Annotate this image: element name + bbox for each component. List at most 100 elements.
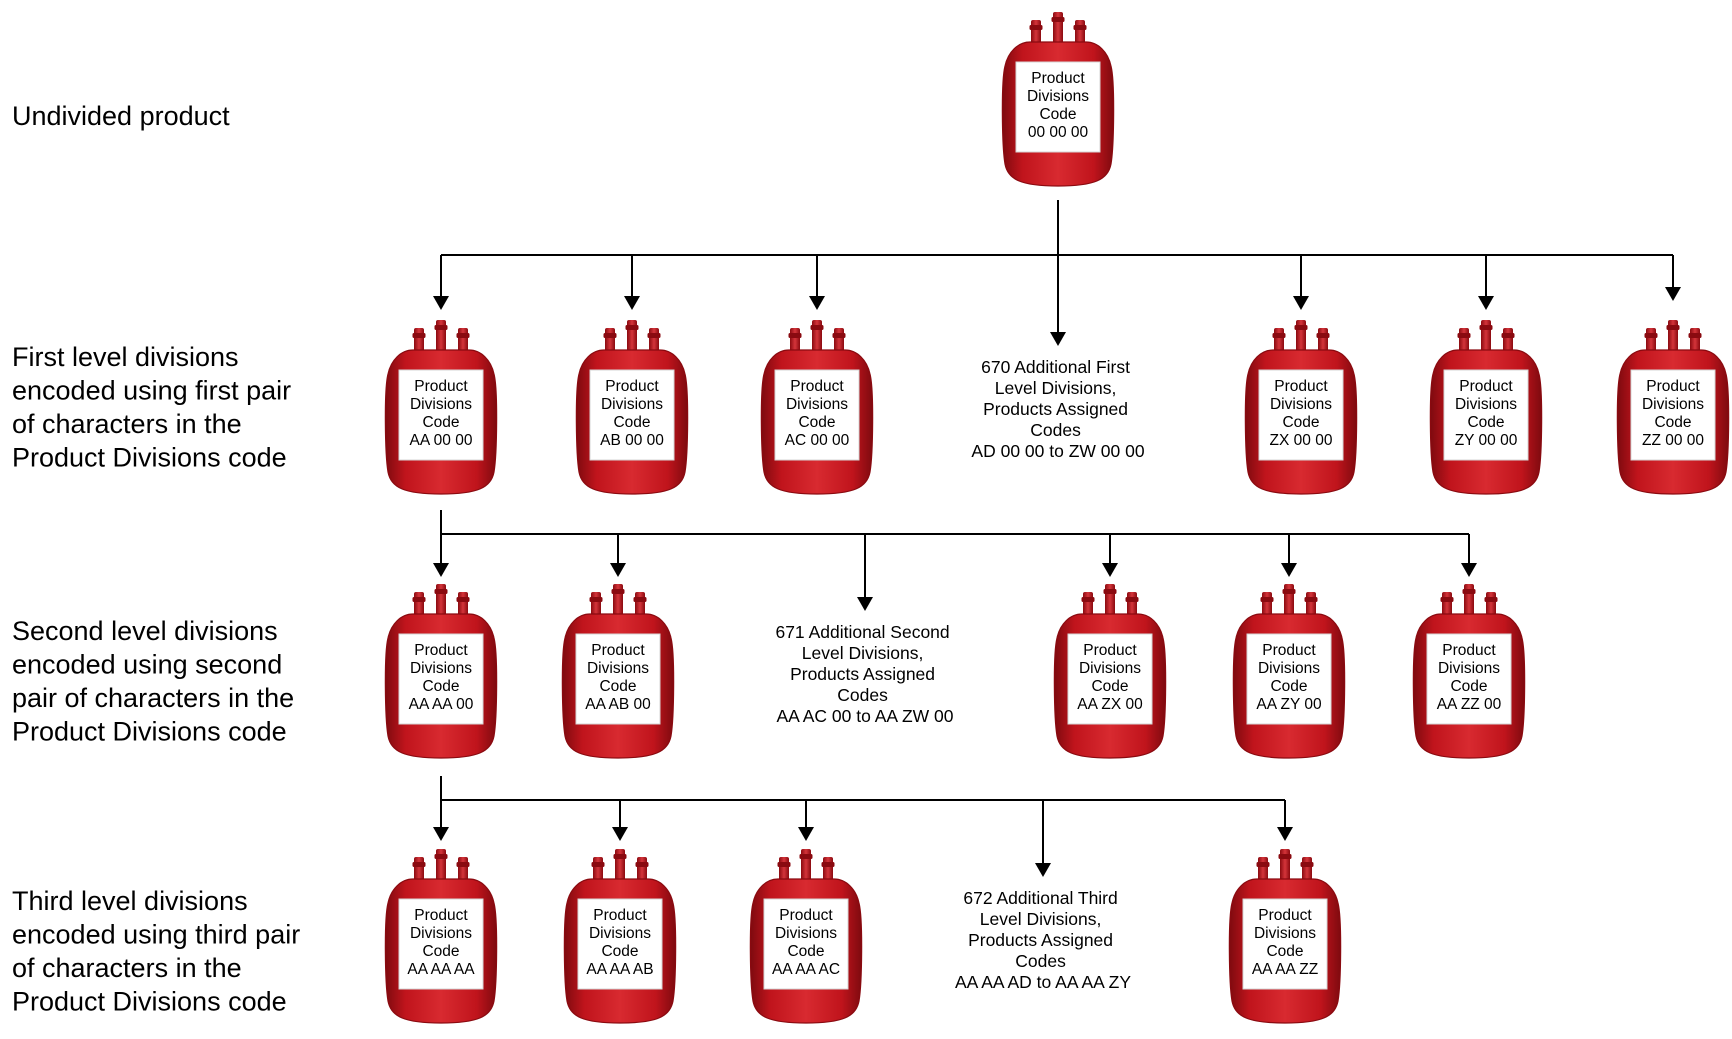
bag-port-ring xyxy=(1294,325,1308,330)
bag-code: AA ZX 00 xyxy=(1077,696,1143,713)
bag-port-ring xyxy=(591,862,605,867)
bag-port-ring xyxy=(1484,597,1498,602)
bag-code: AA ZZ 00 xyxy=(1437,696,1502,713)
bag-port-ring xyxy=(1103,589,1117,594)
bag-port-ring xyxy=(788,333,802,338)
level-label-3: Third level divisions encoded using thir… xyxy=(12,886,308,1017)
bag-port-ring xyxy=(1688,333,1702,338)
arrowheads xyxy=(433,287,1681,877)
bag-label-box xyxy=(1242,898,1328,990)
bag-label-box xyxy=(1630,369,1716,461)
bag-port-ring xyxy=(611,589,625,594)
bag-label-box xyxy=(398,633,484,725)
bag-port-ring xyxy=(434,589,448,594)
bag-label-box xyxy=(589,369,675,461)
level3-additional-note: 672 Additional Third Level Divisions, Pr… xyxy=(955,888,1131,992)
bag-port-ring xyxy=(1644,333,1658,338)
bag-port-ring xyxy=(1440,597,1454,602)
bag-port-ring xyxy=(456,862,470,867)
bag-port-ring xyxy=(434,854,448,859)
bag-port-ring xyxy=(1256,862,1270,867)
bag-port-ring xyxy=(1125,597,1139,602)
bag-port-ring xyxy=(635,862,649,867)
bag-code: ZX 00 00 xyxy=(1270,432,1333,449)
bag-code: AB 00 00 xyxy=(600,432,664,449)
bag-port-ring xyxy=(777,862,791,867)
bag-port-ring xyxy=(1051,17,1065,22)
bag-port-ring xyxy=(1282,589,1296,594)
bag-port-ring xyxy=(821,862,835,867)
bag-port-ring xyxy=(1300,862,1314,867)
bag-port-ring xyxy=(1029,25,1043,30)
bag-label-box xyxy=(763,898,849,990)
bag-port-ring xyxy=(1304,597,1318,602)
bag-label-box xyxy=(577,898,663,990)
level-label-2: Second level divisions encoded using sec… xyxy=(12,616,302,747)
bag-port-ring xyxy=(799,854,813,859)
bag-code: AA 00 00 xyxy=(410,432,473,449)
level-label-0: Undivided product xyxy=(12,101,230,131)
bag-label-box xyxy=(1443,369,1529,461)
bag-port-ring xyxy=(810,325,824,330)
bag-port-ring xyxy=(589,597,603,602)
level-label-1: First level divisions encoded using firs… xyxy=(12,342,299,473)
bag-code: ZY 00 00 xyxy=(1455,432,1518,449)
level1-additional-note: 670 Additional First Level Divisions, Pr… xyxy=(971,357,1144,461)
bag-code: AA AA 00 xyxy=(409,696,474,713)
bag-port-ring xyxy=(603,333,617,338)
bag-port-ring xyxy=(1479,325,1493,330)
bag-port-ring xyxy=(434,325,448,330)
bag-port-ring xyxy=(1081,597,1095,602)
bag-port-ring xyxy=(1501,333,1515,338)
bag-code: AC 00 00 xyxy=(785,432,850,449)
level2-additional-note: 671 Additional Second Level Divisions, P… xyxy=(775,622,954,726)
bag-port-ring xyxy=(832,333,846,338)
bag-port-ring xyxy=(1457,333,1471,338)
bag-code: AA AA AB xyxy=(586,961,653,978)
bag-label-box xyxy=(1426,633,1512,725)
bag-port-ring xyxy=(412,333,426,338)
bag-label-box xyxy=(1246,633,1332,725)
bag-port-ring xyxy=(1278,854,1292,859)
bag-port-ring xyxy=(1260,597,1274,602)
connector-lines xyxy=(440,200,1674,863)
bag-port-ring xyxy=(1073,25,1087,30)
bag-port-ring xyxy=(1272,333,1286,338)
bag-code: AA AA AC xyxy=(772,961,840,978)
bag-code: AA AB 00 xyxy=(585,696,651,713)
bag-port-ring xyxy=(625,325,639,330)
bag-label-box xyxy=(774,369,860,461)
bag-port-ring xyxy=(412,597,426,602)
bag-port-ring xyxy=(412,862,426,867)
bag-port-ring xyxy=(456,333,470,338)
bag-code: AA AA ZZ xyxy=(1252,961,1318,978)
